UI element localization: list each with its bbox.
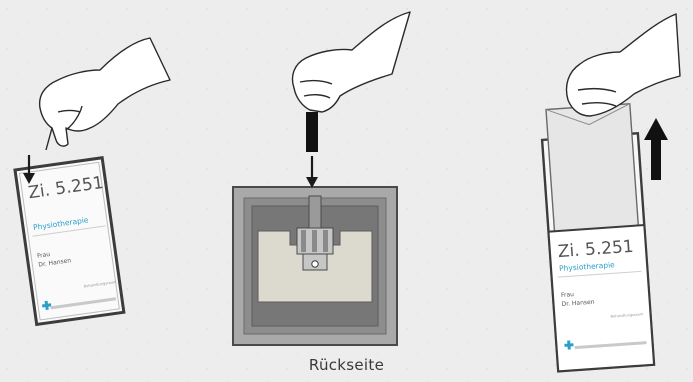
backside-caption: Rückseite — [0, 356, 693, 374]
sign-name-line1: Frau — [561, 291, 575, 299]
release-tool — [306, 112, 318, 152]
